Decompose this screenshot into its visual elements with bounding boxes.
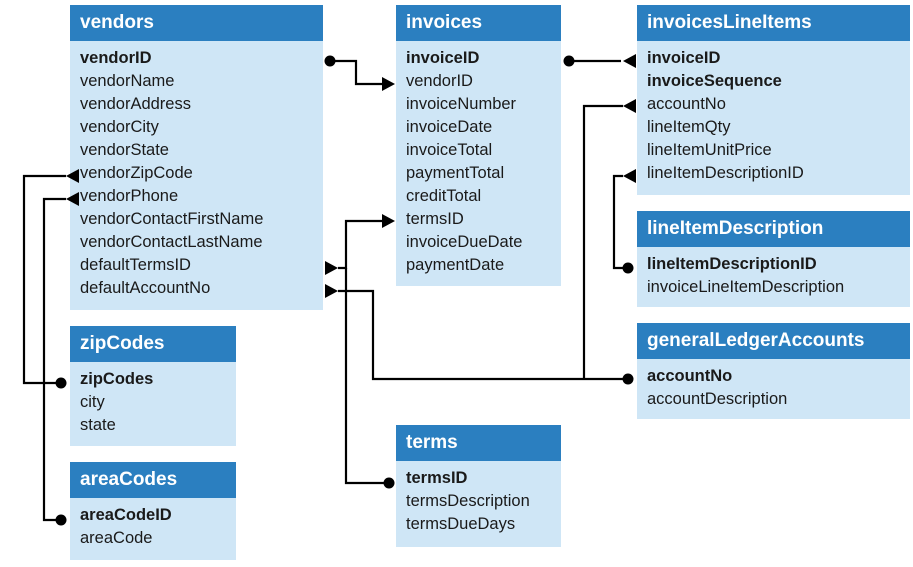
table-header-lineItemDescription: lineItemDescription — [637, 211, 910, 247]
field-vendors-1: vendorName — [80, 72, 175, 90]
table-invoicesLineItems: invoicesLineItems invoiceID invoiceSequen… — [637, 5, 910, 195]
field-list-terms: termsID termsDescription termsDueDays — [396, 461, 561, 536]
arrow-vendors-zip — [66, 169, 79, 183]
arrow-invoices-termsID — [382, 214, 395, 228]
field-invoices-6: creditTotal — [406, 187, 482, 205]
table-header-invoices: invoices — [396, 5, 561, 41]
field-invoicesLineItems-3: lineItemQty — [647, 118, 731, 136]
field-list-invoicesLineItems: invoiceID invoiceSequence accountNo lineIte… — [637, 41, 910, 185]
table-header-terms: terms — [396, 425, 561, 461]
field-vendors-5: vendorZipCode — [80, 164, 193, 182]
field-generalLedgerAccounts-1: accountDescription — [647, 390, 788, 408]
field-terms-1: termsDescription — [406, 492, 530, 510]
field-terms-2: termsDueDays — [406, 515, 516, 533]
link-description — [612, 174, 628, 270]
field-invoices-0: invoiceID — [406, 49, 480, 67]
link-terms — [338, 219, 382, 270]
field-generalLedgerAccounts-0: accountNo — [647, 367, 733, 385]
table-header-vendors: vendors — [70, 5, 323, 41]
field-vendors-0: vendorID — [80, 49, 152, 67]
field-list-generalLedgerAccounts: accountNo accountDescription — [637, 359, 910, 411]
link-accountno — [582, 104, 623, 379]
link-vendors-invoices — [330, 59, 382, 86]
arrow-vendors-phone — [66, 192, 79, 206]
field-invoicesLineItems-1: invoiceSequence — [647, 72, 782, 90]
arrow-ili-accountNo — [623, 99, 636, 113]
field-vendors-6: vendorPhone — [80, 187, 179, 205]
field-list-lineItemDescription: lineItemDescriptionID invoiceLineItemDesc… — [637, 247, 910, 299]
field-terms-0: termsID — [406, 469, 468, 487]
table-terms: terms termsID termsDescription termsDueDay… — [396, 425, 561, 547]
dot-invoices-invoiceID — [563, 55, 575, 67]
arrow-ili-invoiceID — [623, 54, 636, 68]
table-header-areaCodes: areaCodes — [70, 462, 236, 498]
dot-areacodes — [55, 514, 67, 526]
field-invoices-8: invoiceDueDate — [406, 233, 523, 251]
field-list-vendors: vendorID vendorName vendorAddress vendorCit… — [70, 41, 323, 300]
arrow-vendors-defaultTermsID — [325, 261, 338, 275]
field-invoices-7: termsID — [406, 210, 464, 228]
field-vendors-2: vendorAddress — [80, 95, 191, 113]
table-generalLedgerAccounts: generalLedgerAccounts accountNo accountDe… — [637, 323, 910, 419]
field-vendors-7: vendorContactFirstName — [80, 210, 264, 228]
link-accounts — [338, 289, 628, 381]
arrow-ili-descriptionID — [623, 169, 636, 183]
field-invoices-3: invoiceDate — [406, 118, 493, 136]
table-lineItemDescription: lineItemDescription lineItemDescriptionI… — [637, 211, 910, 307]
table-header-zipCodes: zipCodes — [70, 326, 236, 362]
dot-vendors-vendorID — [324, 55, 336, 67]
dot-lid-descriptionID — [622, 262, 634, 274]
link-zipcodes — [22, 174, 66, 385]
arrow-vendors-defaultAccountNo — [325, 284, 338, 298]
field-vendors-9: defaultTermsID — [80, 256, 191, 274]
field-lineItemDescription-0: lineItemDescriptionID — [647, 255, 817, 273]
field-areaCodes-0: areaCodeID — [80, 506, 172, 524]
field-zipCodes-1: city — [80, 393, 105, 411]
field-invoicesLineItems-2: accountNo — [647, 95, 726, 113]
field-invoicesLineItems-0: invoiceID — [647, 49, 721, 67]
table-areaCodes: areaCodes areaCodeID areaCode — [70, 462, 236, 560]
field-lineItemDescription-1: invoiceLineItemDescription — [647, 278, 845, 296]
field-list-invoices: invoiceID vendorID invoiceNumber invoiceDat… — [396, 41, 561, 277]
field-invoices-5: paymentTotal — [406, 164, 505, 182]
dot-zipcodes — [55, 377, 67, 389]
field-list-zipCodes: zipCodes city state — [70, 362, 236, 437]
field-invoicesLineItems-5: lineItemDescriptionID — [647, 164, 804, 182]
dot-gla-accountNo — [622, 373, 634, 385]
arrow-invoices-vendorID — [382, 77, 395, 91]
table-header-generalLedgerAccounts: generalLedgerAccounts — [637, 323, 910, 359]
field-vendors-4: vendorState — [80, 141, 169, 159]
field-invoicesLineItems-4: lineItemUnitPrice — [647, 141, 772, 159]
table-header-invoicesLineItems: invoicesLineItems — [637, 5, 910, 41]
field-invoices-1: vendorID — [406, 72, 473, 90]
field-invoices-4: invoiceTotal — [406, 141, 493, 159]
field-invoices-9: paymentDate — [406, 256, 505, 274]
link-areacodes — [42, 197, 66, 522]
field-vendors-3: vendorCity — [80, 118, 159, 136]
field-list-areaCodes: areaCodeID areaCode — [70, 498, 236, 550]
field-areaCodes-1: areaCode — [80, 529, 153, 547]
link-terms-down — [344, 268, 389, 485]
field-vendors-8: vendorContactLastName — [80, 233, 263, 251]
table-zipCodes: zipCodes zipCodes city state — [70, 326, 236, 446]
dot-terms-termsID — [383, 477, 395, 489]
field-vendors-10: defaultAccountNo — [80, 279, 211, 297]
field-zipCodes-2: state — [80, 416, 116, 434]
field-invoices-2: invoiceNumber — [406, 95, 517, 113]
field-zipCodes-0: zipCodes — [80, 370, 154, 388]
